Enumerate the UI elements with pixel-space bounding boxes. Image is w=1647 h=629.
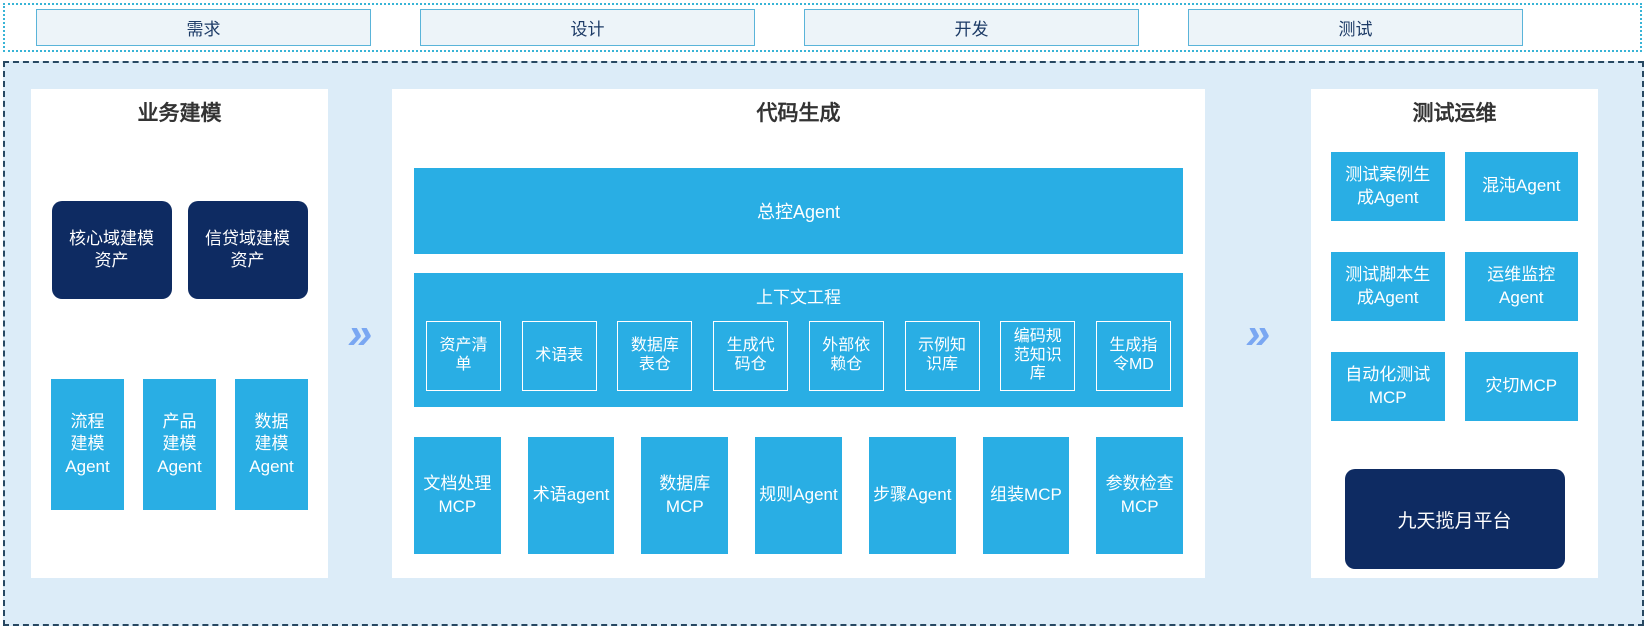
- phase-box-requirements: 需求: [36, 9, 371, 46]
- box-database-mcp: 数据库 MCP: [641, 437, 729, 554]
- box-test-script-generation-agent: 测试脚本生 成Agent: [1331, 252, 1445, 321]
- panel-title-code-generation: 代码生成: [756, 102, 841, 125]
- main-container: 业务建模 核心域建模 资产 信贷域建模 资产 流程 建模 Agent 产品 建模…: [3, 61, 1644, 626]
- context-engineering-title: 上下文工程: [756, 288, 841, 307]
- box-generated-code-repo: 生成代 码仓: [713, 321, 789, 391]
- box-coding-standard-knowledge-base: 编码规 范知识 库: [1000, 321, 1076, 391]
- box-automated-testing-mcp: 自动化测试 MCP: [1331, 352, 1445, 421]
- phase-box-testing: 测试: [1188, 9, 1523, 46]
- context-engineering-items: 资产清 单 术语表 数据库 表仓 生成代 码仓 外部依 赖仓 示例知 识库 编码…: [426, 321, 1171, 391]
- box-ops-monitoring-agent: 运维监控 Agent: [1464, 252, 1578, 321]
- box-example-knowledge-base: 示例知 识库: [904, 321, 980, 391]
- box-document-processing-mcp: 文档处理 MCP: [414, 437, 501, 554]
- box-generation-instruction-md: 生成指 令MD: [1095, 321, 1171, 391]
- box-terminology-agent: 术语agent: [527, 437, 615, 554]
- box-disaster-switch-mcp: 灾切MCP: [1464, 352, 1578, 421]
- panel-title-test-ops: 测试运维: [1412, 102, 1497, 125]
- bar-master-control-agent: 总控Agent: [414, 168, 1183, 254]
- box-assembly-mcp: 组装MCP: [982, 437, 1070, 554]
- test-ops-grid: 测试案例生 成Agent 混沌Agent 测试脚本生 成Agent 运维监控 A…: [1331, 152, 1578, 421]
- box-jiutian-lanyue-platform: 九天揽月平台: [1344, 469, 1565, 569]
- modeling-agent-row: 流程 建模 Agent 产品 建模 Agent 数据 建模 Agent: [51, 379, 308, 510]
- panel-test-ops: 测试运维 测试案例生 成Agent 混沌Agent 测试脚本生 成Agent 运…: [1311, 89, 1598, 578]
- panel-code-generation: 代码生成 总控Agent 上下文工程 资产清 单 术语表 数据库 表仓 生成代 …: [392, 89, 1205, 578]
- box-asset-list: 资产清 单: [426, 321, 501, 391]
- flow-arrow-icon: »: [347, 308, 373, 358]
- box-parameter-check-mcp: 参数检查 MCP: [1096, 437, 1184, 554]
- box-process-modeling-agent: 流程 建模 Agent: [51, 379, 124, 510]
- box-database-table-repo: 数据库 表仓: [617, 321, 693, 391]
- box-test-case-generation-agent: 测试案例生 成Agent: [1331, 152, 1445, 221]
- box-core-domain-modeling-assets: 核心域建模 资产: [51, 201, 172, 299]
- box-product-modeling-agent: 产品 建模 Agent: [143, 379, 216, 510]
- box-rule-agent: 规则Agent: [755, 437, 842, 554]
- panel-business-modeling: 业务建模 核心域建模 资产 信贷域建模 资产 流程 建模 Agent 产品 建模…: [31, 89, 328, 578]
- modeling-asset-row: 核心域建模 资产 信贷域建模 资产: [51, 201, 308, 299]
- box-glossary: 术语表: [521, 321, 597, 391]
- flow-arrow-icon: »: [1245, 308, 1271, 358]
- panel-title-business-modeling: 业务建模: [137, 102, 222, 125]
- code-generation-tools-row: 文档处理 MCP 术语agent 数据库 MCP 规则Agent 步骤Agent…: [414, 437, 1184, 554]
- box-step-agent: 步骤Agent: [868, 437, 956, 554]
- phase-strip: 需求 设计 开发 测试: [3, 3, 1642, 52]
- box-external-dependency-repo: 外部依 赖仓: [808, 321, 884, 391]
- box-credit-domain-modeling-assets: 信贷域建模 资产: [187, 201, 308, 299]
- phase-box-development: 开发: [804, 9, 1139, 46]
- box-data-modeling-agent: 数据 建模 Agent: [235, 379, 308, 510]
- phase-box-design: 设计: [420, 9, 755, 46]
- context-engineering-box: 上下文工程 资产清 单 术语表 数据库 表仓 生成代 码仓 外部依 赖仓 示例知…: [414, 273, 1183, 407]
- box-chaos-agent: 混沌Agent: [1464, 152, 1578, 221]
